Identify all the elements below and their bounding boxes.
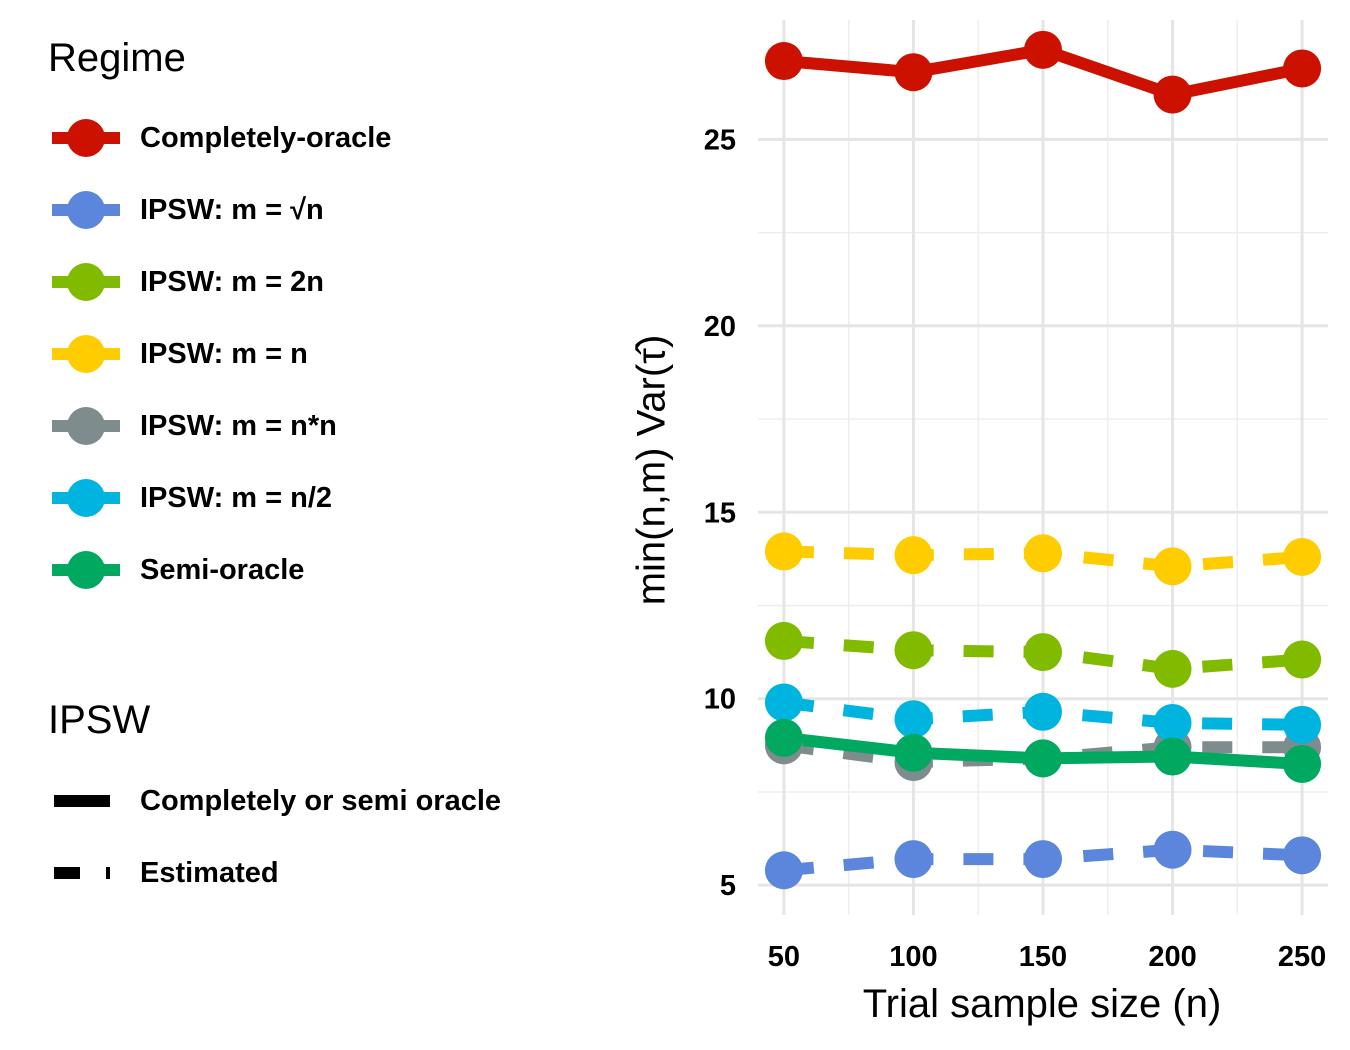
data-point-completely-oracle <box>1153 75 1192 114</box>
legend-label: IPSW: m = √n <box>140 194 324 226</box>
legend-label: Completely-oracle <box>140 122 392 154</box>
data-point-ipsw-m-n <box>1024 840 1062 879</box>
y-tick-label: 10 <box>704 684 736 716</box>
data-point-ipsw-m-n-n <box>894 743 933 782</box>
data-point-ipsw-m-2n <box>1024 633 1062 672</box>
data-point-completely-oracle <box>894 53 933 92</box>
series-line-ipsw-m-n-2 <box>783 696 1303 731</box>
data-point-completely-oracle <box>1024 30 1062 69</box>
series-line-ipsw-m-2n <box>783 634 1303 675</box>
series-line-ipsw-m-n-n <box>783 739 1303 769</box>
x-tick-label: 200 <box>1148 941 1196 973</box>
y-tick-label: 15 <box>704 497 736 529</box>
data-point-ipsw-m-n-2 <box>894 700 933 739</box>
data-point-ipsw-m-n <box>1024 534 1062 573</box>
legend-item-ipsw-m-n: IPSW: m = n <box>48 330 608 378</box>
legend-key-ipsw-m-n <box>52 335 120 373</box>
data-point-ipsw-m-2n <box>764 621 803 660</box>
data-point-ipsw-m-n-n <box>1283 728 1322 767</box>
data-point-ipsw-m-n-2 <box>764 683 803 722</box>
x-tick-label: 250 <box>1278 941 1326 973</box>
data-point-semi-oracle <box>894 733 933 772</box>
legend-label: IPSW: m = 2n <box>140 266 324 298</box>
legend-key-ipsw-m-2n <box>52 263 120 301</box>
data-point-ipsw-m-n <box>1153 547 1192 586</box>
data-point-ipsw-m-n <box>764 532 803 571</box>
data-point-ipsw-m-n <box>1153 830 1192 869</box>
legend-key-semi-oracle <box>52 551 120 589</box>
data-point-ipsw-m-n-n <box>764 726 803 765</box>
x-tick-label: 150 <box>1019 941 1067 973</box>
data-point-ipsw-m-n <box>1283 538 1322 576</box>
legend-key-dashed <box>54 867 110 879</box>
y-axis-title: min(n,m) Var(τ̂) <box>629 334 674 606</box>
data-point-ipsw-m-n <box>894 536 933 575</box>
legend-item-ipsw-m-2n: IPSW: m = 2n <box>48 258 608 306</box>
y-tick-label: 20 <box>704 311 736 343</box>
data-point-completely-oracle <box>1283 49 1322 88</box>
series-line-ipsw-m-n <box>783 843 1303 877</box>
legend-label: Semi-oracle <box>140 554 305 586</box>
legend-title-ipsw: IPSW <box>48 698 151 742</box>
data-point-ipsw-m-2n <box>894 631 933 670</box>
y-tick-label: 5 <box>720 870 736 902</box>
x-axis-title: Trial sample size (n) <box>862 982 1222 1026</box>
data-point-ipsw-m-n <box>764 851 803 890</box>
legend-key-ipsw-m-n-2 <box>52 479 120 517</box>
y-tick-label: 25 <box>704 124 736 156</box>
series-line-semi-oracle <box>783 731 1303 770</box>
legend-label: IPSW: m = n*n <box>140 410 337 442</box>
series-line-completely-oracle <box>783 43 1304 101</box>
legend-key-ipsw-m-n <box>52 191 120 229</box>
legend-item-estimated: Estimated <box>48 849 608 897</box>
legend-title-regime: Regime <box>48 36 186 80</box>
data-point-ipsw-m-n <box>894 840 933 879</box>
data-point-ipsw-m-2n <box>1283 640 1322 679</box>
legend-label: Estimated <box>140 857 279 889</box>
data-point-ipsw-m-n-2 <box>1024 692 1062 731</box>
data-point-completely-oracle <box>764 42 803 81</box>
data-point-semi-oracle <box>1153 737 1192 776</box>
data-point-ipsw-m-n-2 <box>1153 703 1192 742</box>
x-tick-label: 50 <box>768 941 800 973</box>
legend-item-ipsw-m-n-n: IPSW: m = n*n <box>48 402 608 450</box>
data-point-semi-oracle <box>1283 744 1322 783</box>
legend-item-completely-or-semi-oracle: Completely or semi oracle <box>48 777 608 825</box>
legend-label: IPSW: m = n <box>140 338 308 370</box>
data-point-ipsw-m-n-2 <box>1283 705 1322 744</box>
series-line-ipsw-m-n <box>783 545 1303 573</box>
data-point-semi-oracle <box>1024 739 1062 778</box>
legend-key-ipsw-m-n-n <box>52 407 120 445</box>
data-point-ipsw-m-n-n <box>1024 739 1062 778</box>
legend-key-solid <box>54 795 110 807</box>
data-point-ipsw-m-2n <box>1153 649 1192 688</box>
legend-key-completely-oracle <box>52 119 120 157</box>
legend-item-completely-oracle: Completely-oracle <box>48 114 608 162</box>
data-point-semi-oracle <box>764 718 803 757</box>
data-point-ipsw-m-n <box>1283 836 1322 875</box>
legend-item-ipsw-m-n: IPSW: m = √n <box>48 186 608 234</box>
legend-label: IPSW: m = n/2 <box>140 482 333 514</box>
legend-item-semi-oracle: Semi-oracle <box>48 546 608 594</box>
legend-label: Completely or semi oracle <box>140 785 502 817</box>
x-tick-label: 100 <box>889 941 937 973</box>
legend-item-ipsw-m-n-2: IPSW: m = n/2 <box>48 474 608 522</box>
data-point-ipsw-m-n-n <box>1153 728 1192 767</box>
